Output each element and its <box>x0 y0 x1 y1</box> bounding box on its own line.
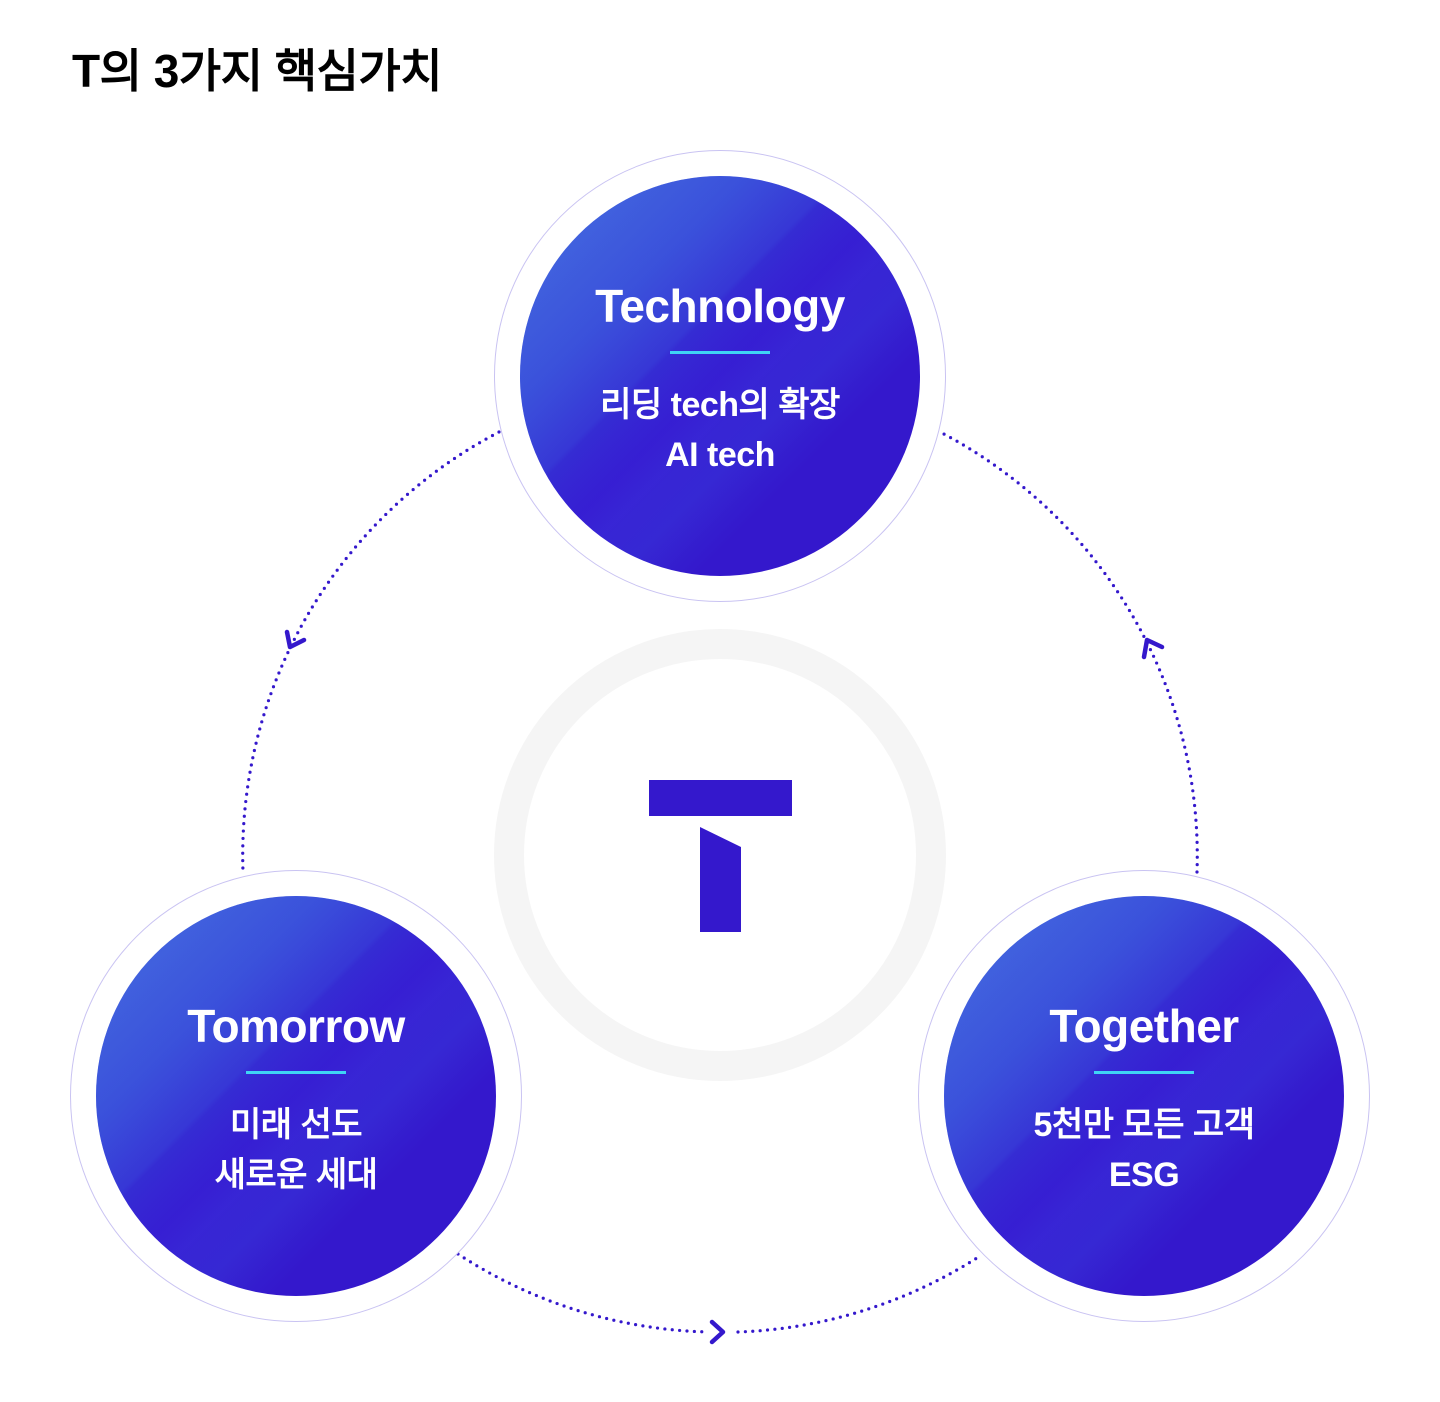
node-circle: Together 5천만 모든 고객 ESG <box>944 896 1344 1296</box>
chevron-arrow-icon <box>284 629 307 650</box>
t-logo-icon <box>649 780 792 932</box>
value-node-technology: Technology 리딩 tech의 확장 AI tech <box>494 150 946 602</box>
node-divider <box>246 1071 346 1074</box>
node-line: ESG <box>1108 1156 1180 1194</box>
node-line: 새로운 세대 <box>214 1156 378 1194</box>
value-node-together: Together 5천만 모든 고객 ESG <box>918 870 1370 1322</box>
value-node-tomorrow: Tomorrow 미래 선도 새로운 세대 <box>70 870 522 1322</box>
chevron-arrow-icon <box>1141 637 1165 660</box>
node-divider <box>670 351 770 354</box>
node-line: AI tech <box>665 436 775 474</box>
node-circle: Tomorrow 미래 선도 새로운 세대 <box>96 896 496 1296</box>
node-title: Tomorrow <box>187 1000 405 1052</box>
dotted-arc-technology-to-tomorrow <box>241 430 501 874</box>
node-title: Together <box>1049 1000 1239 1052</box>
dotted-arc-tomorrow-to-together <box>456 1252 982 1334</box>
node-line: 5천만 모든 고객 <box>1033 1106 1255 1144</box>
page-title: T의 3가지 핵심가치 <box>72 45 442 97</box>
chevron-arrow-icon <box>709 1319 726 1345</box>
dotted-arc-together-to-technology <box>940 431 1199 874</box>
node-line: 미래 선도 <box>229 1106 363 1144</box>
node-line: 리딩 tech의 확장 <box>600 386 840 424</box>
node-circle: Technology 리딩 tech의 확장 AI tech <box>520 176 920 576</box>
node-divider <box>1094 1071 1194 1074</box>
node-title: Technology <box>595 280 845 332</box>
